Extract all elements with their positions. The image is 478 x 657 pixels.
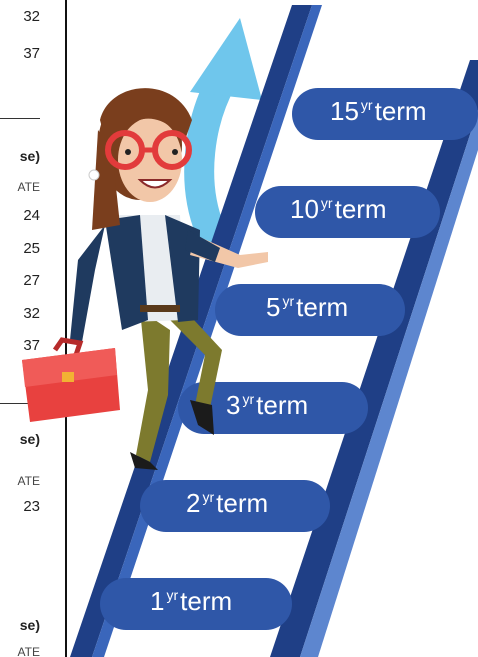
section-divider <box>0 403 40 404</box>
ladder-steps <box>100 88 478 630</box>
left-column-text: ATE <box>17 474 40 488</box>
step-3yr <box>178 382 368 434</box>
red-briefcase <box>22 337 120 422</box>
left-column-text: se) <box>19 617 40 633</box>
vertical-divider <box>65 0 67 657</box>
left-column-text: ATE <box>17 180 40 194</box>
left-column-text: se) <box>19 431 40 447</box>
left-column-text: 23 <box>23 498 40 515</box>
left-column-text: se) <box>19 148 40 164</box>
left-column-text: 37 <box>23 45 40 62</box>
left-column-text: 32 <box>23 8 40 25</box>
left-column-text: 32 <box>23 305 40 322</box>
step-15yr <box>292 88 478 140</box>
section-divider <box>0 118 40 119</box>
left-column-text: 25 <box>23 240 40 257</box>
left-column-text: ATE <box>17 645 40 657</box>
step-2yr <box>140 480 330 532</box>
step-10yr <box>255 186 440 238</box>
left-column-text: 27 <box>23 272 40 289</box>
growth-arrow <box>184 18 262 245</box>
step-1yr <box>100 578 292 630</box>
left-column-text: 24 <box>23 207 40 224</box>
businesswoman-figure <box>70 88 268 470</box>
step-5yr <box>215 284 405 336</box>
left-column-text: 37 <box>23 337 40 354</box>
left-text-column: 32 37 se) ATE 24 25 27 32 37 se) ATE 23 se) ATE <box>0 0 40 657</box>
